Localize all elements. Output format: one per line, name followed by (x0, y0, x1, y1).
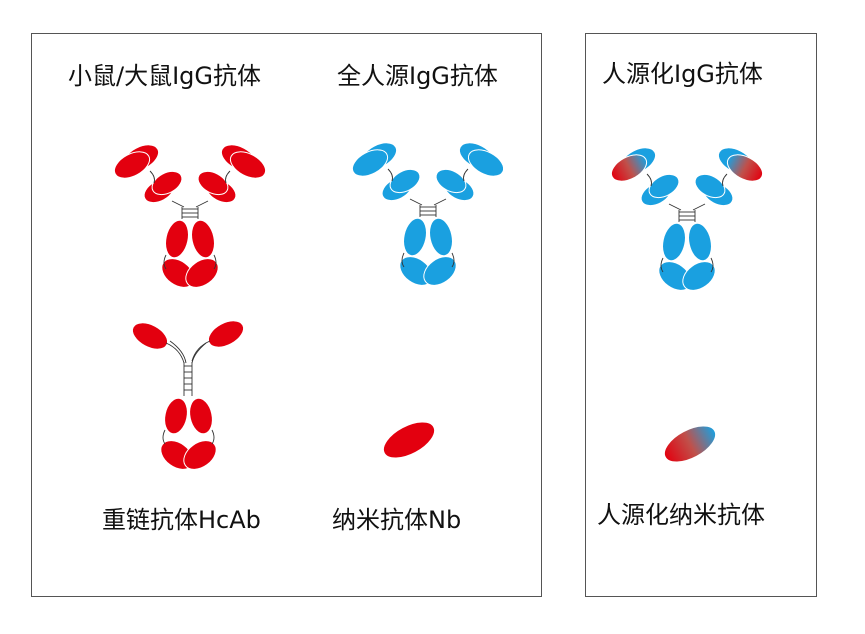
linker (409, 198, 423, 206)
light-constant-domain (197, 170, 229, 196)
ch2-domain (189, 397, 213, 435)
light-variable-domain (351, 149, 389, 177)
ch2-domain (688, 222, 712, 262)
light-constant-domain (694, 173, 726, 199)
left-panel (31, 33, 542, 597)
linker (213, 254, 217, 270)
linker (668, 203, 682, 211)
linker (660, 257, 664, 273)
linker (387, 168, 393, 182)
ch3-domain (682, 261, 716, 291)
linker (211, 429, 215, 445)
linker (191, 340, 211, 362)
linker (225, 170, 231, 184)
humanized-igg-antibody (610, 147, 764, 291)
ch2-domain (429, 217, 453, 257)
linker (692, 203, 706, 211)
light-constant-domain (389, 168, 421, 194)
humanized-nanobody (663, 425, 717, 463)
ch2-domain (662, 222, 686, 262)
linker (171, 200, 185, 208)
light-variable-domain (610, 154, 648, 182)
light-variable-domain (229, 151, 267, 179)
linker (149, 170, 155, 184)
label-hcab: 重链抗体HcAb (102, 506, 261, 534)
label-nanobody: 纳米抗体Nb (332, 506, 462, 534)
fully-human-igg-antibody (351, 142, 505, 286)
ch3-domain (185, 258, 219, 288)
ch2-domain (164, 397, 188, 435)
ch3-domain (183, 440, 217, 470)
ch2-domain (165, 219, 189, 259)
linker (401, 252, 405, 268)
nanobody (382, 421, 436, 459)
linker (451, 252, 455, 268)
linker (191, 342, 207, 364)
humanized-nanobody-domain (663, 425, 717, 463)
label-fully-human-igg: 全人源IgG抗体 (337, 62, 498, 90)
linker (162, 429, 166, 445)
light-constant-domain (648, 173, 680, 199)
linker (710, 257, 714, 273)
light-constant-domain (435, 168, 467, 194)
nanobody-domain (382, 421, 436, 459)
light-variable-domain (726, 154, 764, 182)
linker (195, 200, 209, 208)
light-constant-domain (151, 170, 183, 196)
label-mouse-rat-igg: 小鼠/大鼠IgG抗体 (68, 62, 261, 90)
linker (463, 168, 469, 182)
linker (722, 173, 728, 187)
linker (433, 198, 447, 206)
linker (169, 340, 187, 364)
linker (163, 254, 167, 270)
vhh-domain (131, 322, 169, 350)
ch3-domain (423, 256, 457, 286)
light-variable-domain (467, 149, 505, 177)
linker (646, 173, 652, 187)
label-humanized-igg: 人源化IgG抗体 (602, 60, 763, 88)
label-humanized-nanobody: 人源化纳米抗体 (597, 501, 765, 529)
mouse-rat-igg-antibody (113, 144, 267, 288)
light-variable-domain (113, 151, 151, 179)
ch2-domain (403, 217, 427, 257)
ch2-domain (191, 219, 215, 259)
hcab-antibody (131, 320, 245, 470)
linker (165, 342, 185, 364)
vhh-domain (207, 320, 245, 348)
right-panel (585, 33, 817, 597)
